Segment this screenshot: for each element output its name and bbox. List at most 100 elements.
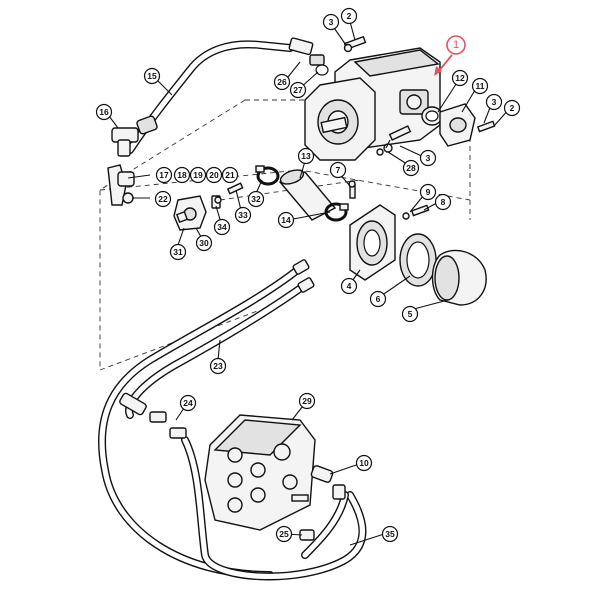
banjo-fitting-assembly (107, 164, 135, 206)
callout-31-label: 31 (173, 247, 183, 257)
callout-25-label: 25 (279, 529, 289, 539)
callout-20: 20 (205, 166, 223, 184)
callout-29: 29 (298, 392, 316, 410)
callout-4-label: 4 (347, 281, 352, 291)
control-valve-29 (204, 414, 316, 531)
callout-3c: 3 (419, 149, 437, 167)
callout-23: 23 (209, 357, 227, 375)
callout-15-label: 15 (147, 71, 157, 81)
callout-14: 14 (277, 211, 295, 229)
callout-33: 33 (234, 206, 252, 224)
callout-19-label: 19 (193, 170, 203, 180)
callout-5-label: 5 (408, 309, 413, 319)
callout-1-label: 1 (453, 39, 459, 51)
callout-2b-label: 2 (510, 103, 515, 113)
hose-end-fittings-23 (292, 259, 315, 293)
callout-16: 16 (95, 103, 113, 121)
callout-24-label: 24 (183, 398, 193, 408)
callout-4: 4 (340, 277, 358, 295)
callout-3b-label: 3 (492, 97, 497, 107)
callout-35: 35 (381, 525, 399, 543)
seal-ring-6 (399, 233, 437, 287)
callout-30: 30 (195, 234, 213, 252)
callout-21-label: 21 (225, 170, 235, 180)
callout-11: 11 (471, 77, 489, 95)
callout-6: 6 (369, 290, 387, 308)
washer-8-9 (402, 204, 430, 220)
callout-17-label: 17 (159, 170, 169, 180)
callout-11-label: 11 (476, 81, 485, 91)
callout-10-label: 10 (359, 458, 369, 468)
callout-7: 7 (329, 161, 347, 179)
callout-2a: 2 (340, 7, 358, 25)
elbow-fitting-26 (288, 37, 329, 76)
callout-27-label: 27 (293, 85, 303, 95)
callout-9: 9 (419, 183, 437, 201)
callout-24: 24 (179, 394, 197, 412)
tee-fitting-16 (111, 115, 158, 157)
hose-35 (181, 436, 367, 581)
callout-10: 10 (355, 454, 373, 472)
callout-3a-label: 3 (329, 17, 334, 27)
callout-22: 22 (154, 190, 172, 208)
callout-34: 34 (213, 218, 231, 236)
hose-15 (126, 40, 294, 154)
callout-26-label: 26 (277, 77, 287, 87)
callout-3a: 3 (322, 13, 340, 31)
hose-clamp-32 (255, 165, 280, 186)
callout-5: 5 (401, 305, 419, 323)
callout-32-label: 32 (251, 194, 261, 204)
callout-25: 25 (275, 525, 293, 543)
adapter-plate-4 (349, 204, 396, 281)
bolt-31-34 (211, 182, 244, 209)
callout-14-label: 14 (281, 215, 291, 225)
callout-13-label: 13 (301, 151, 311, 161)
bolt-7 (348, 180, 356, 199)
callout-12-label: 12 (455, 73, 465, 83)
callout-30-label: 30 (199, 238, 209, 248)
callout-29-label: 29 (302, 396, 312, 406)
callout-28-label: 28 (406, 163, 416, 173)
callout-22-label: 22 (158, 194, 168, 204)
callout-23-label: 23 (213, 361, 223, 371)
hydraulic-pump-body (304, 47, 441, 161)
callout-35-label: 35 (385, 529, 395, 539)
callout-8: 8 (434, 193, 452, 211)
callout-19: 19 (189, 166, 207, 184)
callout-27: 27 (289, 81, 307, 99)
callout-7-label: 7 (336, 165, 341, 175)
callout-26: 26 (273, 73, 291, 91)
callout-16-label: 16 (99, 107, 109, 117)
callout-2a-label: 2 (347, 11, 352, 21)
pump-fasteners (343, 35, 496, 156)
callouts: 3 2 15 16 26 27 1 12 11 3 2 3 28 13 7 14… (95, 7, 521, 543)
callout-31: 31 (169, 243, 187, 261)
callout-17: 17 (155, 166, 173, 184)
callout-2b: 2 (503, 99, 521, 117)
callout-21: 21 (221, 166, 239, 184)
callout-15: 15 (143, 67, 161, 85)
callout-32: 32 (247, 190, 265, 208)
fitting-25 (299, 529, 315, 541)
callout-6-label: 6 (376, 294, 381, 304)
highlight-arrowhead (434, 66, 442, 76)
callout-1-highlighted: 1 (446, 35, 466, 55)
callout-18: 18 (173, 166, 191, 184)
fitting-24 (119, 392, 187, 439)
elbow-fitting-10 (310, 465, 346, 500)
callout-18-label: 18 (177, 170, 187, 180)
callout-9-label: 9 (426, 187, 431, 197)
flange-30 (173, 195, 207, 231)
tube-13 (278, 169, 337, 221)
callout-34-label: 34 (217, 222, 227, 232)
hose-clamp-14 (324, 202, 349, 222)
callout-33-label: 33 (238, 210, 248, 220)
highlight-arrow (437, 54, 453, 73)
callout-8-label: 8 (441, 197, 446, 207)
callout-28: 28 (402, 159, 420, 177)
sleeve-5 (431, 249, 487, 306)
callout-13: 13 (297, 147, 315, 165)
callout-12: 12 (451, 69, 469, 87)
callout-3c-label: 3 (426, 153, 431, 163)
